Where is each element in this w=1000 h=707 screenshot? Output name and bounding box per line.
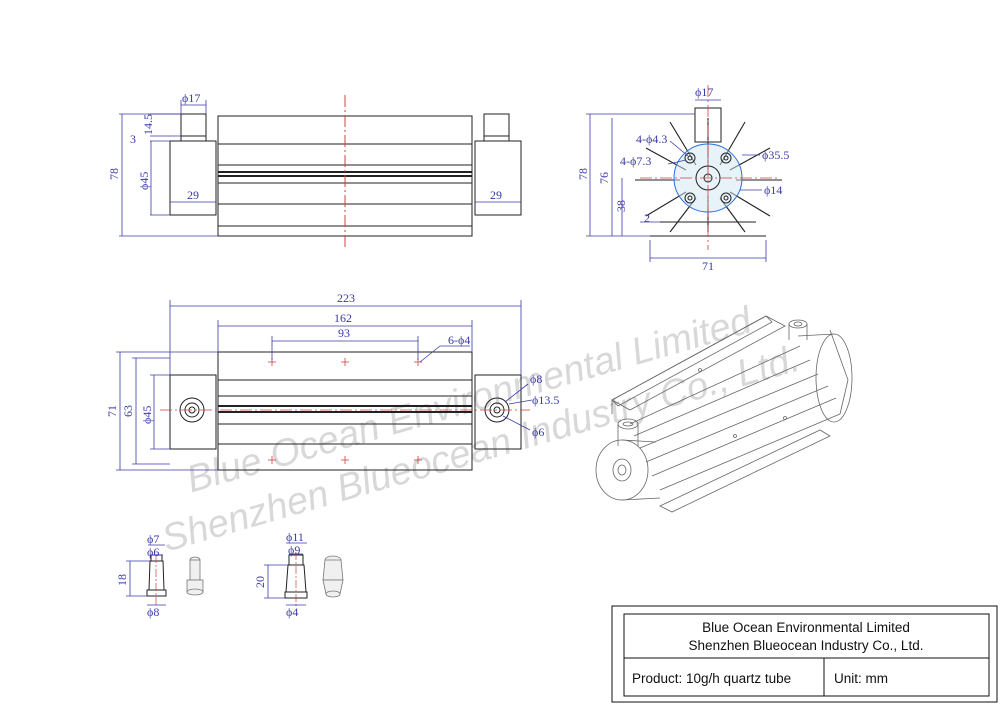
dim-phi8: ϕ8 bbox=[530, 372, 542, 386]
dim-mid-phi45: ϕ45 bbox=[140, 406, 154, 424]
dim-holes-6-4: 6-ϕ4 bbox=[448, 333, 470, 347]
dim-mid-71: 71 bbox=[105, 405, 119, 417]
dim-phi14: ϕ14 bbox=[764, 183, 782, 197]
fitting-large-drawing bbox=[284, 552, 308, 606]
fitting-large-3d bbox=[322, 555, 344, 598]
dim-fit-phi8: ϕ8 bbox=[147, 605, 159, 619]
fitting-small-dims bbox=[126, 544, 166, 606]
dim-phi13-5: ϕ13.5 bbox=[532, 393, 559, 407]
dim-fit-20: 20 bbox=[253, 576, 267, 588]
title-product: Product: 10g/h quartz tube bbox=[632, 671, 791, 686]
isometric-view bbox=[595, 315, 853, 513]
dim-end-38: 38 bbox=[614, 200, 628, 212]
dim-fit-phi6: ϕ6 bbox=[147, 545, 159, 559]
fitting-small-3d bbox=[186, 556, 204, 596]
dim-14-5: 14.5 bbox=[141, 114, 155, 135]
middle-top-view bbox=[160, 351, 530, 471]
dim-3: 3 bbox=[130, 132, 136, 146]
dim-holes-4-3: 4-ϕ4.3 bbox=[636, 132, 667, 146]
title-company-line1: Blue Ocean Environmental Limited bbox=[702, 620, 910, 635]
fitting-large-dims bbox=[264, 542, 307, 606]
dim-end-78: 78 bbox=[576, 168, 590, 180]
dim-fit-phi11: ϕ11 bbox=[286, 530, 304, 544]
dim-fit-phi4: ϕ4 bbox=[286, 605, 298, 619]
dim-phi45: ϕ45 bbox=[137, 172, 151, 190]
dim-holes-7-3: 4-ϕ7.3 bbox=[620, 154, 651, 168]
title-block bbox=[611, 605, 998, 703]
dim-fit-phi9: ϕ9 bbox=[288, 543, 300, 557]
top-left-side-view bbox=[169, 95, 522, 250]
top-right-end-view bbox=[635, 85, 782, 250]
top-right-dimensions bbox=[586, 99, 767, 262]
dim-end-phi17: ϕ17 bbox=[695, 85, 713, 99]
dim-mid-63: 63 bbox=[121, 405, 135, 417]
dim-93: 93 bbox=[338, 326, 350, 340]
dim-phi17: ϕ17 bbox=[182, 91, 200, 105]
dim-phi35-5: ϕ35.5 bbox=[762, 148, 789, 162]
watermark: Blue Ocean Environmental Limited Shenzhe… bbox=[157, 299, 804, 560]
title-company-line2: Shenzhen Blueocean Industry Co., Ltd. bbox=[689, 638, 924, 653]
dim-end-2: 2 bbox=[644, 211, 650, 225]
dim-end-76: 76 bbox=[597, 172, 611, 184]
dim-fit-phi7: ϕ7 bbox=[147, 532, 159, 546]
dim-162: 162 bbox=[334, 311, 352, 325]
dim-29-left: 29 bbox=[187, 188, 199, 202]
dim-phi6: ϕ6 bbox=[532, 425, 544, 439]
title-unit: Unit: mm bbox=[834, 671, 888, 686]
dim-end-71: 71 bbox=[702, 259, 714, 273]
fitting-small-drawing bbox=[146, 554, 167, 605]
dim-fit-18: 18 bbox=[115, 574, 129, 586]
middle-dimensions bbox=[116, 300, 533, 471]
dim-29-right: 29 bbox=[490, 188, 502, 202]
top-left-dimensions bbox=[119, 100, 521, 237]
dim-223: 223 bbox=[337, 291, 355, 305]
dim-78: 78 bbox=[107, 168, 121, 180]
